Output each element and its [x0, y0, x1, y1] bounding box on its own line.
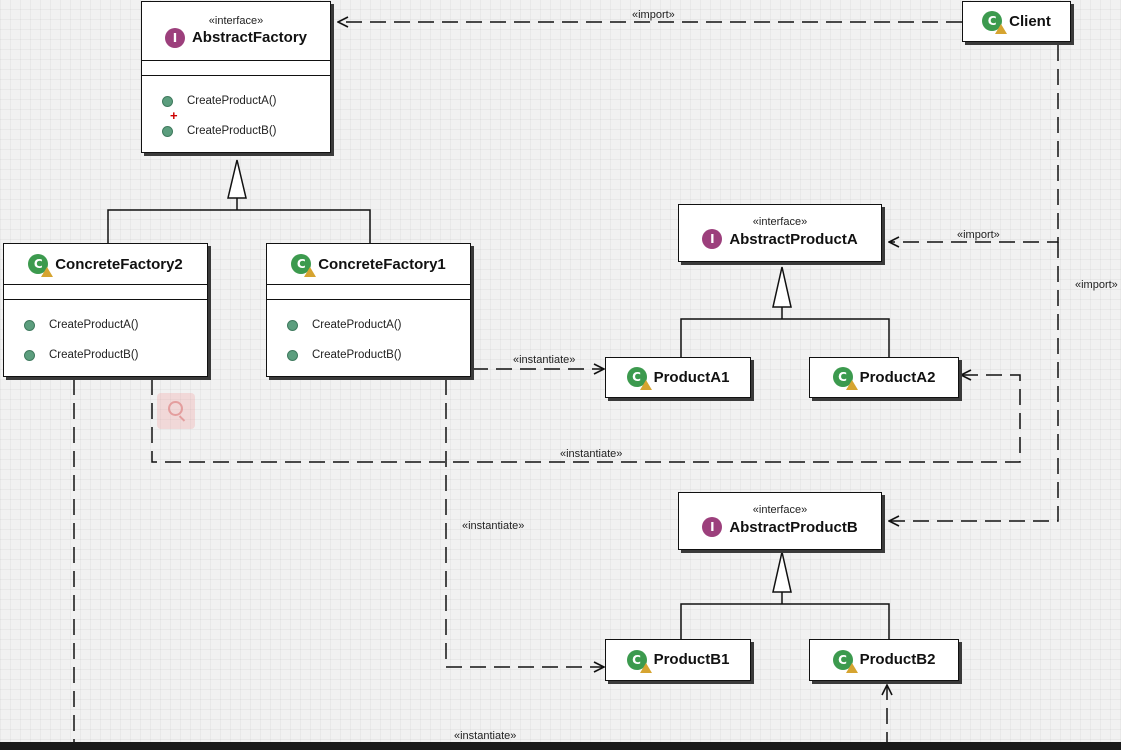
- abstractproducta-stereotype: «interface»: [752, 216, 808, 228]
- client-name: Client: [1009, 12, 1051, 30]
- class-icon: C: [626, 649, 652, 673]
- class-icon: C: [28, 254, 54, 277]
- warning-overlay-icon: [304, 267, 317, 277]
- productb2-box[interactable]: C ProductB2: [809, 639, 959, 681]
- abstractproducta-box[interactable]: «interface» I AbstractProductA: [678, 204, 882, 262]
- instantiate-label-b1: «instantiate»: [462, 520, 525, 532]
- generalization-products-b: [680, 551, 890, 639]
- abstractproducta-name: AbstractProductA: [729, 230, 858, 248]
- dependency-cf2-productb2: [73, 379, 887, 746]
- operation-label: CreateProductB(): [49, 349, 139, 361]
- producta2-box[interactable]: C ProductA2: [809, 357, 959, 398]
- dependency-client-abstractproducta: [889, 45, 1059, 242]
- operation-label: CreateProductA(): [187, 95, 277, 107]
- abstractproductb-name: AbstractProductB: [729, 518, 858, 536]
- warning-overlay-icon: [845, 380, 858, 390]
- operation-icon: [287, 319, 298, 331]
- operation-label: CreateProductA(): [312, 319, 402, 331]
- warning-overlay-icon: [639, 380, 652, 390]
- interface-icon: I: [164, 27, 185, 48]
- productb1-name: ProductB1: [653, 651, 730, 668]
- operation-icon: [162, 125, 173, 137]
- concretefactory2-box[interactable]: C ConcreteFactory2 CreateProductA() Crea…: [3, 243, 208, 377]
- class-icon: C: [982, 11, 1008, 34]
- class-icon: C: [832, 649, 858, 673]
- class-icon: C: [291, 254, 317, 277]
- operation-item[interactable]: CreateProductB(): [287, 340, 470, 370]
- warning-overlay-icon: [845, 662, 858, 673]
- zoom-icon[interactable]: [157, 393, 195, 429]
- productb1-box[interactable]: C ProductB1: [605, 639, 751, 681]
- instantiate-label-a1: «instantiate»: [513, 354, 576, 366]
- generalization-factories: [107, 159, 371, 243]
- cursor-crosshair-icon: +: [170, 108, 178, 123]
- operation-label: CreateProductB(): [187, 125, 277, 137]
- productb2-name: ProductB2: [859, 651, 936, 668]
- import-label-product-b: «import»: [1075, 279, 1118, 291]
- operation-label: CreateProductB(): [312, 349, 402, 361]
- abstractproductb-box[interactable]: «interface» I AbstractProductB: [678, 492, 882, 550]
- window-bottom-edge: [0, 742, 1121, 750]
- operation-icon: [162, 95, 173, 107]
- warning-overlay-icon: [995, 24, 1008, 34]
- import-label-product-a: «import»: [957, 229, 1000, 241]
- instantiate-label-b2: «instantiate»: [454, 730, 517, 742]
- warning-overlay-icon: [639, 662, 652, 673]
- operation-item[interactable]: CreateProductA(): [287, 310, 470, 340]
- operation-icon: [287, 349, 298, 361]
- interface-icon: I: [702, 517, 723, 537]
- class-icon: C: [832, 367, 858, 390]
- import-label-factory: «import»: [632, 9, 675, 21]
- abstractfactory-stereotype: «interface»: [208, 14, 264, 27]
- interface-icon: I: [702, 229, 723, 249]
- producta1-name: ProductA1: [653, 368, 730, 386]
- abstractproductb-stereotype: «interface»: [752, 504, 808, 516]
- abstractfactory-name: AbstractFactory: [191, 29, 308, 46]
- operation-item[interactable]: CreateProductB(): [162, 116, 330, 146]
- warning-overlay-icon: [41, 267, 54, 277]
- operation-item[interactable]: CreateProductB(): [24, 340, 207, 370]
- operation-item[interactable]: CreateProductA(): [24, 310, 207, 340]
- operation-icon: [24, 349, 35, 361]
- generalization-products-a: [680, 266, 890, 357]
- operation-label: CreateProductA(): [49, 319, 139, 331]
- instantiate-label-a2: «instantiate»: [560, 448, 623, 460]
- class-icon: C: [626, 367, 652, 390]
- operation-item[interactable]: CreateProductA(): [162, 86, 330, 116]
- producta1-box[interactable]: C ProductA1: [605, 357, 751, 398]
- operation-icon: [24, 319, 35, 331]
- concretefactory1-name: ConcreteFactory1: [318, 255, 446, 273]
- concretefactory2-name: ConcreteFactory2: [55, 255, 183, 273]
- concretefactory1-box[interactable]: C ConcreteFactory1 CreateProductA() Crea…: [266, 243, 471, 377]
- producta2-name: ProductA2: [859, 368, 936, 386]
- client-box[interactable]: C Client: [962, 1, 1071, 42]
- abstractfactory-box[interactable]: «interface» I AbstractFactory CreateProd…: [141, 1, 331, 153]
